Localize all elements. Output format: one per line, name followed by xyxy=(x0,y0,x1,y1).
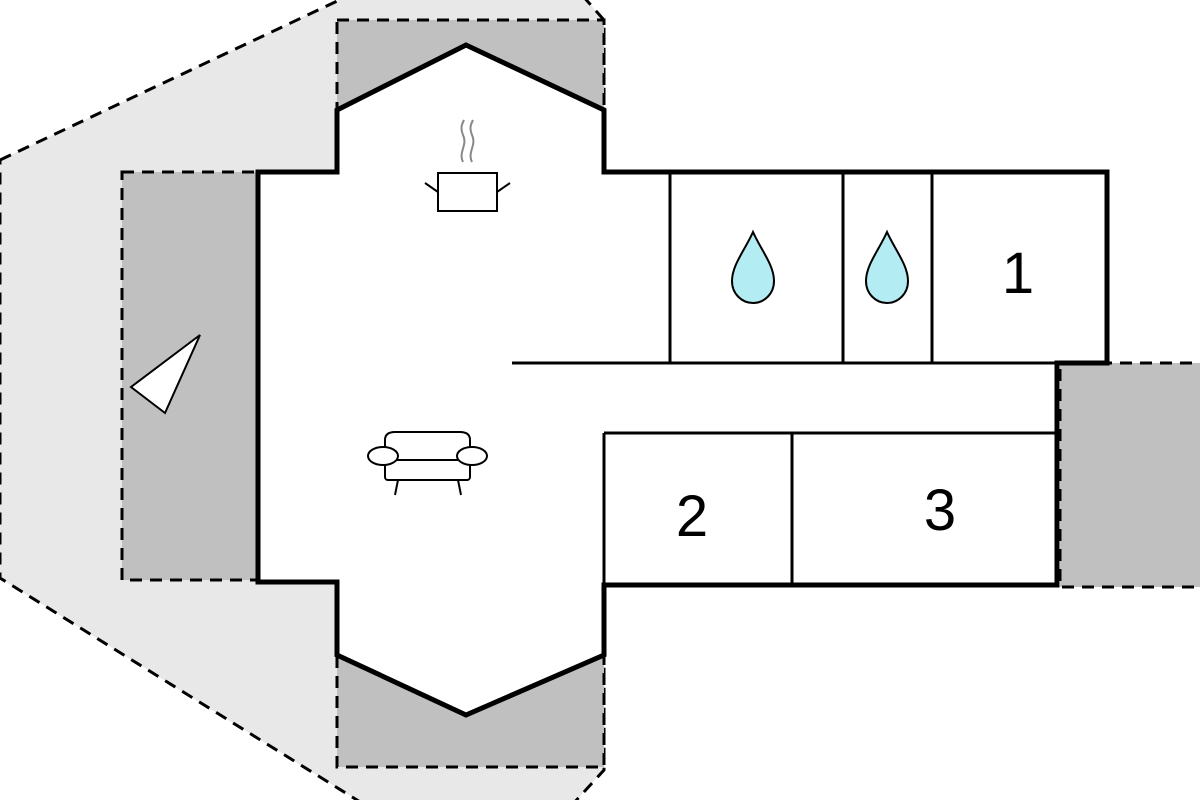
bedroom-1-label: 1 xyxy=(1002,241,1034,306)
water-drop-icon xyxy=(730,229,776,305)
cooking-pot-icon xyxy=(424,119,511,212)
interior-walls xyxy=(512,172,1107,585)
compass-triangle-icon xyxy=(129,334,201,415)
water-drop-icon xyxy=(864,229,910,305)
sofa-icon xyxy=(367,431,488,496)
terrace-left xyxy=(120,170,260,582)
building-outline xyxy=(255,42,1110,718)
bedroom-2-label: 2 xyxy=(676,484,708,549)
bedroom-3-label: 3 xyxy=(924,478,956,543)
terrace-right xyxy=(1058,361,1200,589)
